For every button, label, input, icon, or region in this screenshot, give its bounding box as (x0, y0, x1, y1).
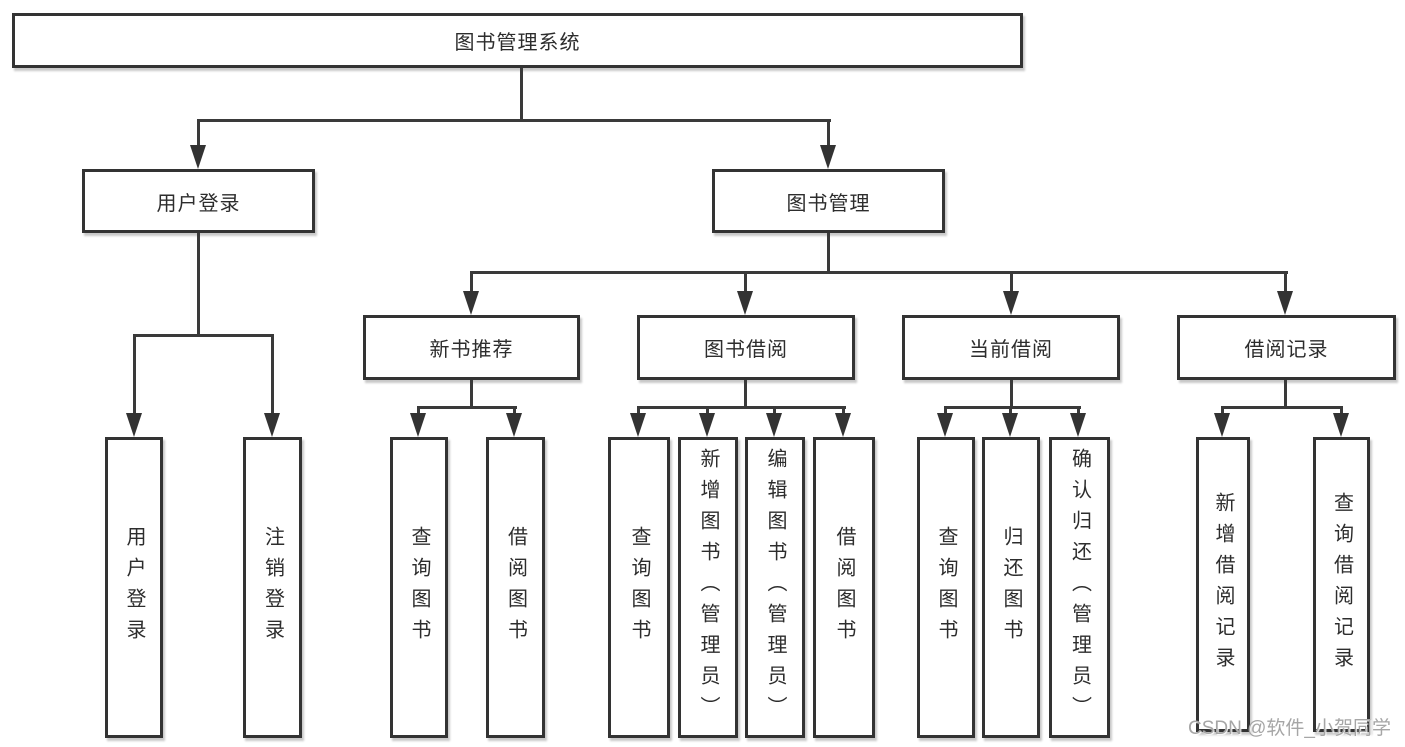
leaf-query-books: 查询图书 (917, 437, 975, 738)
leaf-label: 用户登录 (123, 525, 145, 650)
connector-stub-leaf (133, 334, 136, 416)
leaf-borrow-books: 借阅图书 (486, 437, 545, 738)
connector-stub-leaf (706, 406, 709, 416)
node-label: 图书管理系统 (454, 32, 581, 54)
connector-user-login-down (197, 233, 200, 337)
connector-down (470, 380, 473, 409)
arrowhead-icon (1214, 413, 1230, 437)
arrowhead-icon (463, 291, 479, 315)
arrowhead-icon (737, 291, 753, 315)
connector-stub-leaf (1077, 406, 1080, 416)
leaf-user-login: 用户登录 (105, 437, 163, 738)
arrowhead-icon (820, 145, 836, 169)
csdn-watermark: CSDN @软件_小贺同学 (1188, 718, 1391, 739)
connector-horizontal (1221, 406, 1343, 409)
arrowhead-icon (835, 413, 851, 437)
connector-stub-leaf (1221, 406, 1224, 416)
leaf-label: 归还图书 (1000, 525, 1022, 650)
arrowhead-icon (126, 413, 142, 437)
connector-stub-leaf (417, 406, 420, 416)
arrowhead-icon (1003, 291, 1019, 315)
arrowhead-icon (699, 413, 715, 437)
leaf-label: 编辑图书（管理员） (764, 448, 786, 727)
arrowhead-icon (506, 413, 522, 437)
node-borrow-record: 借阅记录 (1177, 315, 1396, 380)
leaf-borrow-books: 借阅图书 (813, 437, 875, 738)
node-label: 图书借阅 (704, 339, 788, 361)
leaf-logout: 注销登录 (243, 437, 302, 738)
connector-stub-leaf (842, 406, 845, 416)
connector-stub-borrow-record (1284, 271, 1287, 293)
connector-stub-user-login (197, 119, 200, 147)
node-label: 新书推荐 (429, 339, 514, 361)
leaf-add-books-admin: 新增图书（管理员） (678, 437, 738, 738)
connector-stub-leaf (1340, 406, 1343, 416)
node-user-login: 用户登录 (82, 169, 315, 233)
node-book-management: 图书管理 (712, 169, 945, 233)
node-library-management-system: 图书管理系统 (12, 13, 1023, 68)
connector-stub-book-borrow (744, 271, 747, 293)
leaf-label: 确认归还（管理员） (1068, 448, 1091, 727)
leaf-label: 查询图书 (935, 525, 957, 650)
leaf-label: 新增借阅记录 (1212, 491, 1234, 678)
leaf-query-books: 查询图书 (608, 437, 670, 738)
connector-stub-leaf (637, 406, 640, 416)
node-new-book-recommend: 新书推荐 (363, 315, 580, 380)
arrowhead-icon (1277, 291, 1293, 315)
leaf-confirm-return-admin: 确认归还（管理员） (1049, 437, 1110, 738)
leaf-return-books: 归还图书 (982, 437, 1040, 738)
leaf-label: 查询图书 (408, 525, 430, 650)
connector-horizontal (637, 406, 846, 409)
node-label: 借阅记录 (1244, 339, 1329, 361)
connector-stub-leaf (944, 406, 947, 416)
connector-down (744, 380, 747, 409)
node-book-borrow: 图书借阅 (637, 315, 855, 380)
arrowhead-icon (1002, 413, 1018, 437)
connector-stub-leaf (1009, 406, 1012, 416)
connector-user-login-horizontal (133, 334, 274, 337)
arrowhead-icon (766, 413, 782, 437)
connector-down (1284, 380, 1287, 409)
connector-stub-book-management (827, 119, 830, 147)
arrowhead-icon (1070, 413, 1086, 437)
arrowhead-icon (410, 413, 426, 437)
connector-level3-horizontal (470, 271, 1288, 274)
leaf-label: 查询图书 (628, 525, 650, 650)
connector-stub-current-borrow (1010, 271, 1013, 293)
connector-down (1010, 380, 1013, 409)
leaf-query-books: 查询图书 (390, 437, 448, 738)
connector-horizontal (417, 406, 517, 409)
connector-stub-leaf (773, 406, 776, 416)
connector-horizontal (944, 406, 1081, 409)
connector-book-management-down (827, 233, 830, 274)
connector-level2-horizontal (197, 119, 831, 122)
connector-stub-leaf (271, 334, 274, 416)
arrowhead-icon (1333, 413, 1349, 437)
leaf-label: 借阅图书 (833, 525, 855, 650)
connector-stub-new-book (470, 271, 473, 293)
node-label: 图书管理 (786, 192, 871, 215)
node-label: 当前借阅 (969, 339, 1053, 361)
arrowhead-icon (264, 413, 280, 437)
arrowhead-icon (630, 413, 646, 437)
arrowhead-icon (190, 145, 206, 169)
node-current-borrow: 当前借阅 (902, 315, 1120, 380)
connector-stub-leaf (513, 406, 516, 416)
leaf-add-borrow-record: 新增借阅记录 (1196, 437, 1250, 732)
leaf-query-borrow-record: 查询借阅记录 (1313, 437, 1370, 732)
leaf-label: 新增图书（管理员） (697, 448, 719, 727)
node-label: 用户登录 (156, 192, 241, 215)
leaf-label: 注销登录 (261, 525, 284, 650)
leaf-label: 借阅图书 (504, 525, 527, 650)
arrowhead-icon (937, 413, 953, 437)
connector-root-down (520, 68, 523, 122)
leaf-label: 查询借阅记录 (1330, 491, 1353, 678)
leaf-edit-books-admin: 编辑图书（管理员） (745, 437, 805, 738)
